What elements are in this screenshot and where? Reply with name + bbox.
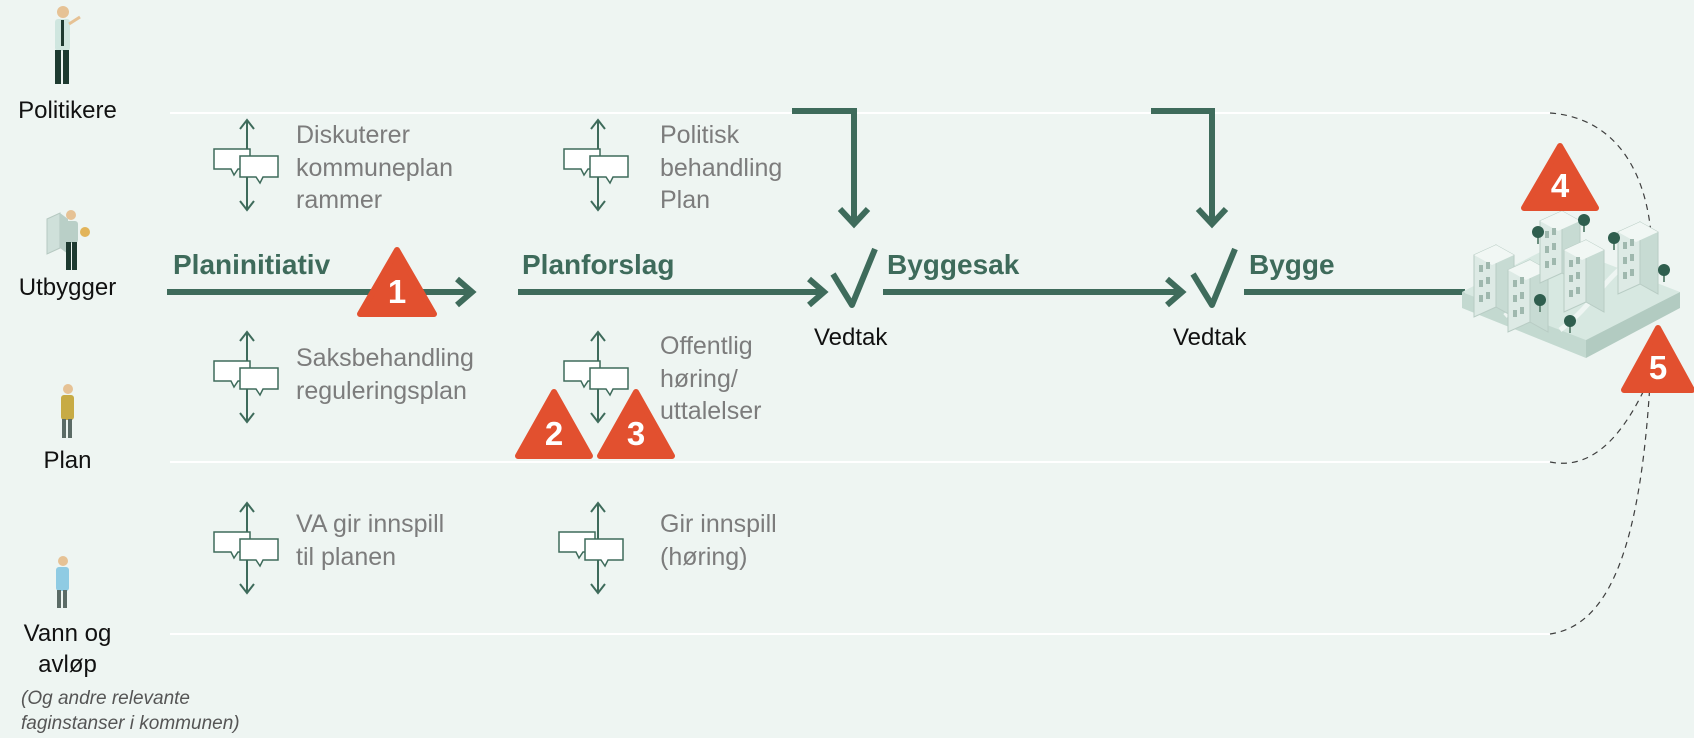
decision-arrows [792, 108, 1229, 229]
warning-marker-5[interactable]: 5 [1621, 325, 1694, 393]
stage-title-byggesak: Byggesak [887, 249, 1020, 280]
check-icon [830, 247, 878, 308]
lane-label-plan: Plan [43, 447, 92, 474]
warning-marker-3[interactable]: 3 [597, 389, 675, 459]
interaction-text-saksbehandling: Saksbehandling reguleringsplan [296, 344, 474, 405]
discussion-icon [213, 502, 279, 594]
discussion-icon [213, 331, 279, 423]
warning-marker-1[interactable]: 1 [357, 247, 437, 317]
interaction-text-gir-innspill: Gir innspill (høring) [660, 510, 777, 571]
svg-text:1: 1 [388, 273, 406, 310]
developer-person-icon [46, 210, 90, 270]
water-person-icon [56, 556, 69, 608]
stage-title-bygge: Bygge [1249, 249, 1335, 280]
decision-label-vedtak: Vedtak [1173, 324, 1247, 351]
lane-label-politikere: Politikere [18, 97, 117, 124]
process-flow [167, 276, 1465, 308]
stage-title-planinitiativ: Planinitiativ [173, 249, 331, 280]
politician-person-icon [55, 6, 81, 84]
lane-label-utbygger: Utbygger [18, 274, 117, 301]
lane-label-vann-og-avlop: Vann og avløp [23, 620, 112, 679]
decision-label-vedtak: Vedtak [814, 324, 888, 351]
svg-text:2: 2 [545, 415, 563, 452]
city-illustration [1462, 210, 1680, 358]
interaction-text-kommuneplan: Diskuterer kommuneplan rammer [296, 121, 454, 214]
discussion-icon [563, 119, 629, 211]
svg-text:3: 3 [627, 415, 645, 452]
interaction-text-politisk: Politisk behandling Plan [660, 121, 783, 214]
lane-note: (Og andre relevante faginstanser i kommu… [21, 688, 240, 734]
svg-text:5: 5 [1649, 349, 1667, 386]
discussion-icon [213, 119, 279, 211]
warning-marker-2[interactable]: 2 [515, 389, 593, 459]
interaction-text-offentlig: Offentlig høring/ uttalelser [660, 332, 762, 425]
warning-marker-4[interactable]: 4 [1521, 143, 1599, 211]
discussion-icon [558, 502, 624, 594]
interaction-text-va: VA gir innspill til planen [296, 510, 445, 571]
planner-person-icon [61, 384, 74, 438]
check-icon [1190, 247, 1238, 308]
stage-title-planforslag: Planforslag [522, 249, 675, 280]
svg-text:4: 4 [1551, 167, 1570, 204]
discussion-icon [563, 331, 629, 423]
lane-separators [170, 112, 1550, 635]
